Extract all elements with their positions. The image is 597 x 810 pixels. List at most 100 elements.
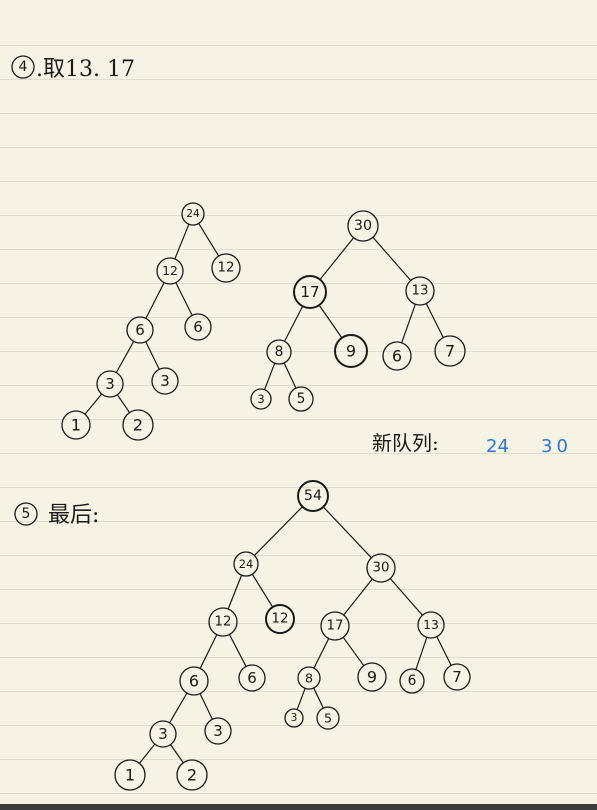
tree-node-circle xyxy=(204,717,232,745)
tree-node: 3 xyxy=(250,388,272,410)
tree-node-label: 8 xyxy=(305,671,313,686)
tree-node-label: 12 xyxy=(272,612,289,627)
new-queue: 新队列: 24 30 xyxy=(372,431,572,457)
tree-node: 6 xyxy=(382,341,412,371)
tree-node: 9 xyxy=(357,662,387,692)
tree-edge xyxy=(425,302,444,339)
tree-edge xyxy=(283,305,304,342)
tree-node-label: 9 xyxy=(346,342,356,361)
tree-node-label: 24 xyxy=(186,208,200,220)
tree-node: 2 xyxy=(176,759,208,791)
tree-node-circle xyxy=(316,706,340,730)
tree-node-label: 5 xyxy=(297,391,306,407)
queue-value-1: 24 xyxy=(486,436,509,457)
tree-node-circle xyxy=(284,708,304,728)
tree-edge xyxy=(263,362,276,391)
tree-node-circle xyxy=(288,386,314,412)
step-5-marker-circle xyxy=(14,502,38,526)
tree-node-circle xyxy=(184,313,212,341)
tree-node-label: 17 xyxy=(327,619,344,634)
tree-node-label: 54 xyxy=(304,488,322,504)
tree-node-label: 1 xyxy=(71,416,81,435)
tree-edges xyxy=(84,222,452,764)
tree-node: 8 xyxy=(297,666,321,690)
tree-node-label: 3 xyxy=(291,712,298,724)
tree-edge xyxy=(175,282,193,316)
tree-node: 54 xyxy=(297,480,329,512)
tree-node-label: 3 xyxy=(257,392,264,406)
tree-node: 2 xyxy=(122,409,154,441)
tree-node-label: 2 xyxy=(187,766,197,785)
tree-node-circle xyxy=(399,668,425,694)
tree-node: 1 xyxy=(61,410,91,440)
tree-node: 5 xyxy=(288,386,314,412)
tree-node-circle xyxy=(366,553,396,583)
tree-edge xyxy=(199,693,213,720)
tree-node-label: 6 xyxy=(193,318,203,336)
tree-node: 8 xyxy=(266,339,292,365)
tree-node-circle xyxy=(238,664,266,692)
tree-edge xyxy=(313,687,324,709)
tree-node: 5 xyxy=(316,706,340,730)
tree-node-circle xyxy=(357,662,387,692)
tree-node: 12 xyxy=(211,253,241,283)
tree-edge xyxy=(401,303,416,344)
tree-node-label: 12 xyxy=(162,264,178,278)
tree-node-circle xyxy=(211,253,241,283)
tree-edge xyxy=(138,743,156,764)
tree-node-circle xyxy=(347,210,379,242)
step-4-text: .取13. 17 xyxy=(36,57,135,82)
tree-edge xyxy=(145,281,165,320)
tree-node-label: 3 xyxy=(160,372,170,390)
tree-node: 13 xyxy=(417,611,445,639)
tree-node: 3 xyxy=(151,367,179,395)
tree-node: 30 xyxy=(347,210,379,242)
tree-node-label: 5 xyxy=(324,711,332,726)
tree-node: 7 xyxy=(434,335,466,367)
tree-node-label: 8 xyxy=(275,344,284,360)
tree-node-circle xyxy=(96,370,124,398)
tree-node-circle xyxy=(181,202,205,226)
heading-step-5: 5 最后: xyxy=(14,502,99,528)
tree-node-label: 6 xyxy=(408,673,417,689)
tree-node: 6 xyxy=(399,668,425,694)
tree-node-circle xyxy=(297,480,329,512)
new-queue-label: 新队列: xyxy=(372,431,439,455)
tree-node-label: 13 xyxy=(423,618,439,632)
tree-node-label: 30 xyxy=(373,561,390,576)
tree-edge xyxy=(84,393,103,415)
tree-node: 24 xyxy=(233,551,259,577)
tree-node: 7 xyxy=(443,663,471,691)
tree-node-label: 30 xyxy=(354,218,372,234)
tree-node: 6 xyxy=(184,313,212,341)
tree-node-circle xyxy=(179,666,209,696)
tree-node-label: 3 xyxy=(105,375,115,393)
tree-node: 12 xyxy=(208,607,238,637)
tree-node-label: 6 xyxy=(135,321,145,339)
tree-node: 1 xyxy=(114,759,146,791)
step-4-marker: 4 xyxy=(19,59,28,75)
tree-edge xyxy=(168,692,188,724)
queue-value-2: 30 xyxy=(541,436,572,457)
tree-edge xyxy=(319,237,355,281)
tree-edge xyxy=(174,223,190,260)
tree-node-circle xyxy=(149,720,177,748)
tree-node-circle xyxy=(405,276,435,306)
step-4-marker-circle xyxy=(11,55,35,79)
heading-step-4: 4 .取13. 17 xyxy=(11,55,135,82)
tree-node-label: 24 xyxy=(239,557,254,571)
tree-node: 24 xyxy=(181,202,205,226)
tree-node-label: 6 xyxy=(189,672,199,691)
tree-node-label: 1 xyxy=(125,766,135,785)
tree-node-circle xyxy=(417,611,445,639)
tree-node-circle xyxy=(250,388,272,410)
tree-node-circle xyxy=(156,257,184,285)
tree-node-label: 2 xyxy=(133,416,143,435)
tree-node: 9 xyxy=(334,334,368,368)
tree-node: 3 xyxy=(96,370,124,398)
tree-edge xyxy=(198,222,220,257)
tree-node-label: 3 xyxy=(158,725,168,743)
tree-edge xyxy=(313,637,330,669)
tree-node-circle xyxy=(126,316,154,344)
tree-node-label: 12 xyxy=(218,261,235,276)
